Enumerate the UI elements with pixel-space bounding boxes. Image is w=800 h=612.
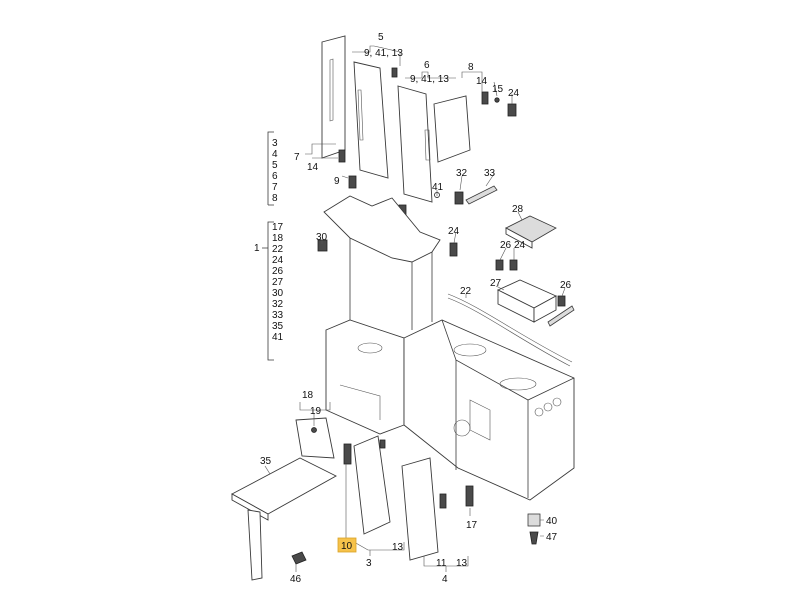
list-top-item[interactable]: 6 [272, 171, 278, 182]
label-4[interactable]: 4 [442, 574, 448, 585]
number-labels: 5 9, 41, 13 6 9, 41, 13 8 14 15 24 7 14 … [260, 32, 572, 585]
label-13[interactable]: 13 [392, 542, 404, 553]
label-22[interactable]: 22 [460, 286, 472, 297]
door-panel-7 [321, 35, 346, 159]
label-24[interactable]: 24 [448, 226, 460, 237]
hinge-11 [439, 493, 447, 509]
label-5[interactable]: 5 [378, 32, 384, 43]
hinge-10 [343, 443, 352, 465]
label-5-sub[interactable]: 9, 41, 13 [364, 48, 403, 59]
label-40[interactable]: 40 [546, 516, 558, 527]
label-15[interactable]: 15 [492, 84, 504, 95]
label-26[interactable]: 26 [560, 280, 572, 291]
rod-33 [465, 185, 498, 205]
list-top-bracket [267, 131, 274, 206]
cabinet-main-body [403, 319, 575, 501]
screw-15 [494, 97, 500, 103]
clip-5 [391, 67, 398, 78]
label-24[interactable]: 24 [508, 88, 520, 99]
label-10-highlighted[interactable]: 10 [341, 541, 353, 552]
label-19[interactable]: 19 [310, 406, 322, 417]
hinge-9 [348, 175, 357, 189]
bolt-46 [291, 551, 307, 565]
label-47[interactable]: 47 [546, 532, 558, 543]
label-14[interactable]: 14 [307, 162, 319, 173]
rail-26 [547, 305, 575, 327]
latch-32 [454, 191, 464, 205]
list-main-item[interactable]: 33 [272, 310, 284, 321]
label-7[interactable]: 7 [294, 152, 300, 163]
table-leg [247, 509, 263, 581]
foot-40 [527, 513, 541, 527]
hinge-14b [481, 91, 489, 105]
tube-22 [447, 297, 571, 367]
list-main-item[interactable]: 26 [272, 266, 284, 277]
clip-24 [507, 103, 517, 117]
label-33[interactable]: 33 [484, 168, 496, 179]
bracket-30 [317, 239, 328, 252]
list-top-item[interactable]: 5 [272, 160, 278, 171]
label-8[interactable]: 8 [468, 62, 474, 73]
label-28[interactable]: 28 [512, 204, 524, 215]
list-main-item[interactable]: 27 [272, 277, 284, 288]
label-13[interactable]: 13 [456, 558, 468, 569]
label-30[interactable]: 30 [316, 232, 328, 243]
cabinet-body [323, 195, 575, 501]
list-main-item[interactable]: 35 [272, 321, 284, 332]
label-35[interactable]: 35 [260, 456, 272, 467]
clip-24c [509, 259, 518, 271]
door-3 [353, 435, 391, 535]
lower-parts [231, 417, 541, 581]
screw-47 [529, 531, 539, 545]
list-top-item[interactable]: 7 [272, 182, 278, 193]
cabinet-hood [323, 195, 441, 263]
list-main-item[interactable]: 22 [272, 244, 284, 255]
trays [495, 215, 575, 327]
label-11[interactable]: 11 [436, 558, 447, 569]
list-main-item[interactable]: 30 [272, 288, 284, 299]
label-46[interactable]: 46 [290, 574, 302, 585]
clip-26a [495, 259, 504, 271]
leader-lines [264, 45, 566, 572]
list-top-item[interactable]: 8 [272, 193, 278, 204]
label-1[interactable]: 1 [254, 243, 260, 254]
list-main-item[interactable]: 32 [272, 299, 284, 310]
list-main-item[interactable]: 18 [272, 233, 284, 244]
highlight-box-10 [337, 537, 357, 553]
cover-19 [295, 417, 335, 459]
cabinet-left-body [325, 319, 405, 435]
door-panel-8 [433, 95, 471, 163]
list-main-item[interactable]: 41 [272, 332, 284, 343]
latch-17 [465, 485, 474, 507]
door-panel-5 [353, 61, 389, 179]
list-main-item[interactable]: 17 [272, 222, 284, 233]
label-14[interactable]: 14 [476, 76, 488, 87]
label-3[interactable]: 3 [366, 558, 372, 569]
label-17[interactable]: 17 [466, 520, 478, 531]
door-panel-6 [397, 85, 433, 203]
label-32[interactable]: 32 [456, 168, 468, 179]
list-top-item[interactable]: 3 [272, 138, 278, 149]
label-6[interactable]: 6 [424, 60, 430, 71]
bracket-24 [449, 242, 458, 257]
clip-26b [557, 295, 566, 307]
parts-list: 3 4 5 6 7 8 17 18 22 24 26 27 30 32 33 3… [254, 131, 284, 361]
label-27[interactable]: 27 [490, 278, 502, 289]
list-main-item[interactable]: 24 [272, 255, 284, 266]
label-24[interactable]: 24 [514, 240, 526, 251]
label-9[interactable]: 9 [334, 176, 340, 187]
hinge-14 [338, 149, 346, 163]
list-main-bracket [262, 221, 274, 361]
list-top-item[interactable]: 4 [272, 149, 278, 160]
door-4 [401, 457, 439, 561]
label-26[interactable]: 26 [500, 240, 512, 251]
label-18[interactable]: 18 [302, 390, 314, 401]
label-41[interactable]: 41 [432, 182, 444, 193]
label-6-sub[interactable]: 9, 41, 13 [410, 74, 449, 85]
